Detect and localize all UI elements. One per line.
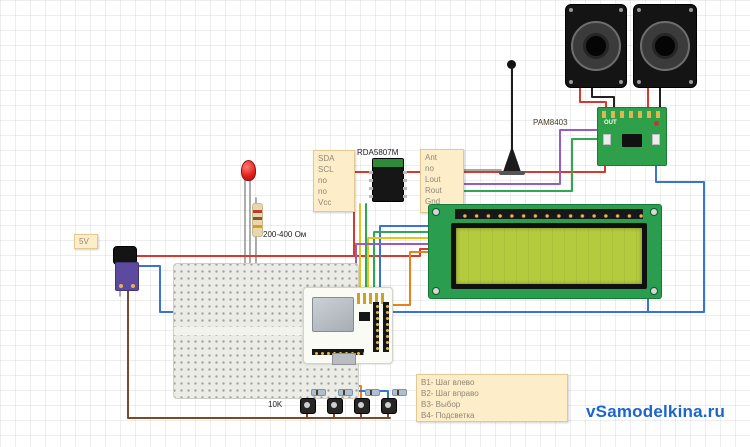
note-line: Lout — [425, 175, 441, 184]
speaker-right — [633, 4, 697, 88]
screw-icon — [637, 80, 641, 84]
note-line: Rout — [425, 186, 442, 195]
lcd-orange-wire — [388, 251, 430, 306]
resistor-band — [253, 225, 262, 228]
pin-header — [312, 349, 364, 355]
capacitor-icon — [603, 134, 611, 145]
note-line: SDA — [318, 154, 335, 163]
pushbutton-b1 — [300, 398, 316, 414]
speaker-cone — [652, 33, 678, 59]
rout-purple-wire — [462, 129, 599, 185]
screw-icon — [569, 80, 573, 84]
lout-green-wire — [462, 138, 599, 192]
power-ground-blue-wire — [136, 265, 176, 313]
power-module — [115, 262, 139, 291]
pushbutton-b3 — [354, 398, 370, 414]
note-line: no — [318, 176, 327, 185]
pin-header — [373, 302, 379, 352]
pam-silkscreen-text: OUT — [604, 120, 617, 126]
chip-pin — [403, 171, 407, 174]
screw-icon — [619, 80, 623, 84]
pam8403-label: PAM8403 — [533, 118, 568, 127]
speaker-left — [565, 4, 627, 88]
resistor-10k — [338, 389, 353, 396]
pin-pad — [131, 284, 135, 288]
antenna-stand — [499, 171, 525, 175]
wemos-d1-mini — [303, 287, 393, 365]
chip-pin — [369, 195, 373, 198]
note-line: Ant — [425, 153, 438, 162]
site-watermark: vSamodelkina.ru — [586, 402, 726, 421]
mount-hole-icon — [432, 208, 440, 216]
note-line: В3- Выбор — [421, 400, 461, 409]
note-line: В2- Шаг вправо — [421, 389, 479, 398]
rda-top-strip — [373, 159, 403, 167]
usb-connector — [332, 353, 356, 365]
screw-icon — [569, 8, 573, 12]
main-power-red-wire — [136, 248, 430, 257]
pam8403-module: OUT — [597, 107, 667, 166]
antenna-base — [503, 146, 521, 172]
screw-icon — [689, 8, 693, 12]
resistor-band — [253, 210, 262, 213]
chip-pin — [369, 179, 373, 182]
pam-ic-chip — [622, 134, 642, 147]
resistor-10k — [392, 389, 407, 396]
pushbutton-b4 — [381, 398, 397, 414]
screw-icon — [689, 80, 693, 84]
screw-icon — [619, 8, 623, 12]
rda5807m-label: RDA5807M — [357, 148, 399, 157]
note-line: Gnd — [425, 197, 441, 206]
lcd-bezel — [451, 223, 647, 289]
speaker-cone — [583, 33, 609, 59]
note-line: В4- Подсветка — [421, 411, 475, 420]
pushbutton-b2 — [327, 398, 343, 414]
antenna-tip — [507, 60, 516, 69]
note-line: SCL — [318, 165, 334, 174]
chip-pin — [369, 187, 373, 190]
note-line: В1- Шаг влево — [421, 378, 475, 387]
power-note: 5V — [74, 234, 98, 249]
lcd1602-module — [428, 204, 662, 299]
antenna-mast — [511, 66, 513, 150]
resistor-10k-label: 10K — [268, 400, 283, 409]
component-dot-icon — [654, 121, 659, 126]
pam-pin-pads — [602, 111, 662, 118]
note-line: no — [425, 164, 434, 173]
led-red — [241, 160, 256, 181]
mount-hole-icon — [650, 208, 658, 216]
pin-pad — [119, 284, 123, 288]
chip-pin — [403, 179, 407, 182]
breadboard-channel — [174, 327, 358, 335]
resistor-200-400 — [252, 203, 263, 237]
pcb-antenna-icon — [357, 293, 385, 304]
radio-pin-note-left: SDA SCL no no Vcc — [313, 150, 355, 212]
mount-hole-icon — [650, 287, 658, 295]
power-label: 5V — [79, 237, 89, 246]
note-line: Vcc — [318, 198, 332, 207]
buttons-legend-note: В1- Шаг влево В2- Шаг вправо В3- Выбор В… — [416, 374, 568, 422]
ic-chip — [359, 312, 370, 321]
pin-header — [383, 302, 389, 352]
chip-pin — [403, 195, 407, 198]
capacitor-icon — [652, 134, 660, 145]
mount-hole-icon — [432, 287, 440, 295]
note-line: no — [318, 187, 327, 196]
rda5807m-module — [369, 158, 407, 202]
lcd-pin-header — [455, 209, 643, 219]
screw-icon — [637, 8, 641, 12]
chip-pin — [369, 171, 373, 174]
esp8266-shield — [312, 297, 354, 332]
resistor-value-label: 200-400 Ом — [263, 230, 307, 239]
resistor-band — [253, 217, 262, 220]
lcd-screen — [456, 228, 642, 284]
chip-pin — [403, 187, 407, 190]
resistor-10k — [365, 389, 380, 396]
resistor-10k — [311, 389, 326, 396]
